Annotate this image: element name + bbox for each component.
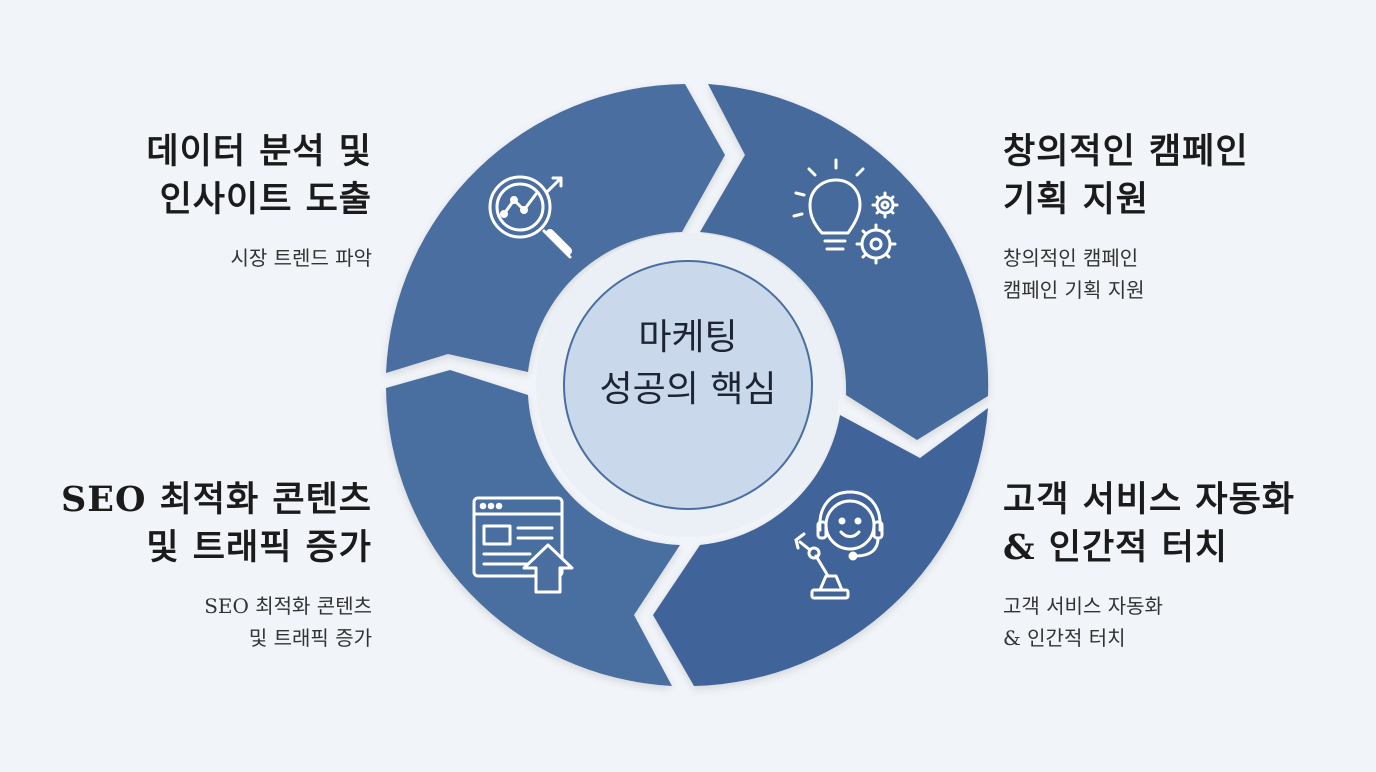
- segment-description-line: & 인간적 터치: [1003, 626, 1126, 650]
- segment-title-line: 인사이트 도출: [159, 179, 372, 220]
- segment-title-line: 및 트래픽 증가: [146, 527, 372, 568]
- center-circle: [563, 260, 813, 510]
- segment-title-line: 데이터 분석 및: [146, 131, 372, 172]
- segment-label-customer-service: 고객 서비스 자동화 & 인간적 터치 고객 서비스 자동화 & 인간적 터치: [1003, 476, 1295, 654]
- segment-title-line: & 인간적 터치: [1003, 527, 1228, 568]
- segment-description-line: 고객 서비스 자동화: [1003, 594, 1163, 618]
- segment-title: 창의적인 캠페인 기획 지원: [1003, 128, 1249, 224]
- segment-title-line: SEO 최적화 콘텐츠: [60, 479, 372, 520]
- segment-label-seo-traffic: SEO 최적화 콘텐츠 및 트래픽 증가 SEO 최적화 콘텐츠 및 트래픽 증…: [61, 476, 372, 654]
- lightbulb-gears-icon: [792, 158, 899, 265]
- magnifier-chart-icon: [488, 175, 572, 259]
- segment-creative-campaign: [700, 84, 989, 440]
- segment-title: 고객 서비스 자동화 & 인간적 터치: [1003, 476, 1295, 572]
- headset-robot-arm-icon: [794, 490, 884, 600]
- segment-description-line: 시장 트렌드 파악: [230, 246, 372, 270]
- segment-description: SEO 최적화 콘텐츠 및 트래픽 증가: [61, 590, 372, 654]
- segment-title: 데이터 분석 및 인사이트 도출: [146, 128, 372, 224]
- segment-title: SEO 최적화 콘텐츠 및 트래픽 증가: [61, 476, 372, 572]
- segment-data-insight: [386, 84, 725, 373]
- webpage-upload-icon: [472, 496, 574, 594]
- segment-label-data-insight: 데이터 분석 및 인사이트 도출 시장 트렌드 파악: [146, 128, 372, 274]
- segment-description-line: 및 트래픽 증가: [248, 626, 372, 650]
- center-label-line-1: 마케팅: [638, 317, 738, 358]
- segment-customer-service: [653, 408, 988, 686]
- segment-title-line: 고객 서비스 자동화: [1003, 479, 1295, 520]
- segment-description: 창의적인 캠페인 캠페인 기획 지원: [1003, 242, 1249, 306]
- segment-title-line: 창의적인 캠페인: [1003, 131, 1249, 172]
- segment-description-line: 창의적인 캠페인: [1003, 246, 1139, 270]
- center-label-line-2: 성공의 핵심: [599, 369, 777, 410]
- segment-description: 시장 트렌드 파악: [146, 242, 372, 274]
- segment-description-line: 캠페인 기획 지원: [1003, 278, 1145, 302]
- center-label: 마케팅 성공의 핵심: [563, 312, 813, 416]
- segment-description-line: SEO 최적화 콘텐츠: [204, 594, 372, 618]
- segment-title-line: 기획 지원: [1003, 179, 1149, 220]
- segment-description: 고객 서비스 자동화 & 인간적 터치: [1003, 590, 1295, 654]
- segment-label-creative-campaign: 창의적인 캠페인 기획 지원 창의적인 캠페인 캠페인 기획 지원: [1003, 128, 1249, 306]
